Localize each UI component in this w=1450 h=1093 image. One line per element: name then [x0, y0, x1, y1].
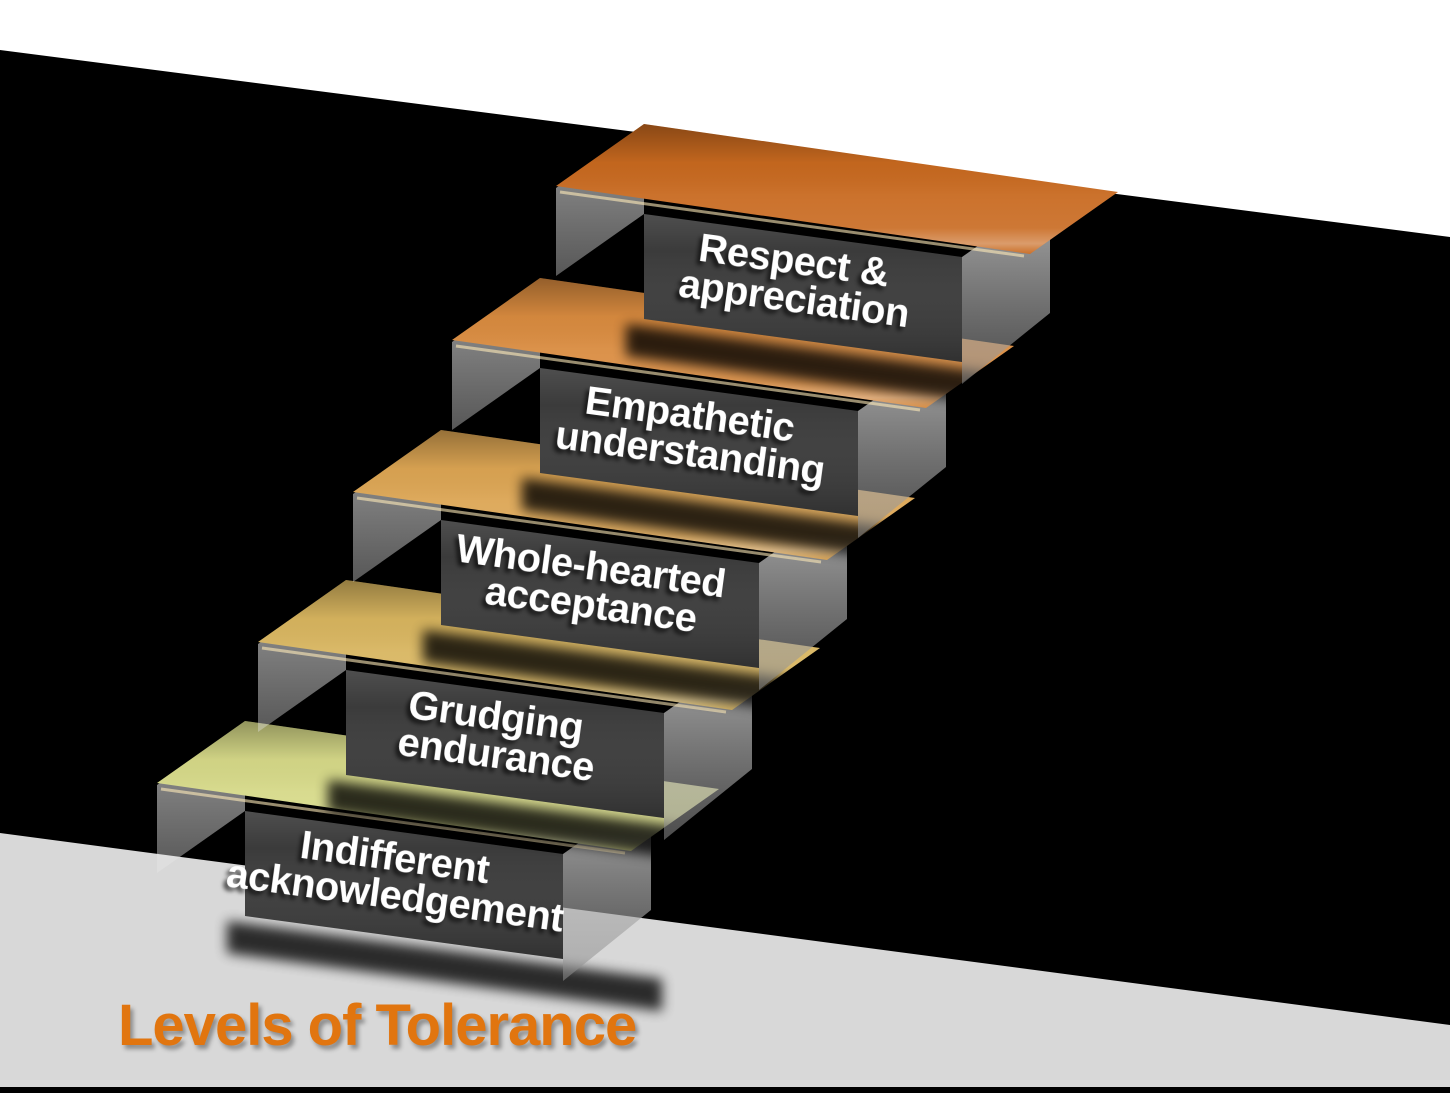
- step-front-shading: [441, 520, 759, 668]
- diagram-title: Levels of Tolerance: [118, 993, 636, 1058]
- step-bevel-highlight: [160, 787, 626, 855]
- step-bevel-highlight: [559, 190, 1025, 258]
- step-respect-appreciation: Respect & appreciation: [556, 124, 1118, 414]
- step-shadow: [227, 921, 662, 1011]
- step-bevel-highlight: [455, 344, 921, 412]
- step-shadow: [328, 780, 763, 870]
- step-front-shading: [245, 811, 563, 959]
- step-bevel-highlight: [261, 646, 727, 714]
- step-front-shading: [644, 214, 962, 362]
- step-shadow: [423, 630, 858, 720]
- sky-backdrop: [0, 0, 1450, 237]
- step-front-shading: [540, 368, 858, 516]
- step-shadow: [626, 324, 1061, 414]
- step-shadow: [522, 478, 957, 568]
- step-top-shading: [556, 124, 1118, 254]
- step-front-shading: [346, 670, 664, 818]
- step-bevel-highlight: [356, 496, 822, 564]
